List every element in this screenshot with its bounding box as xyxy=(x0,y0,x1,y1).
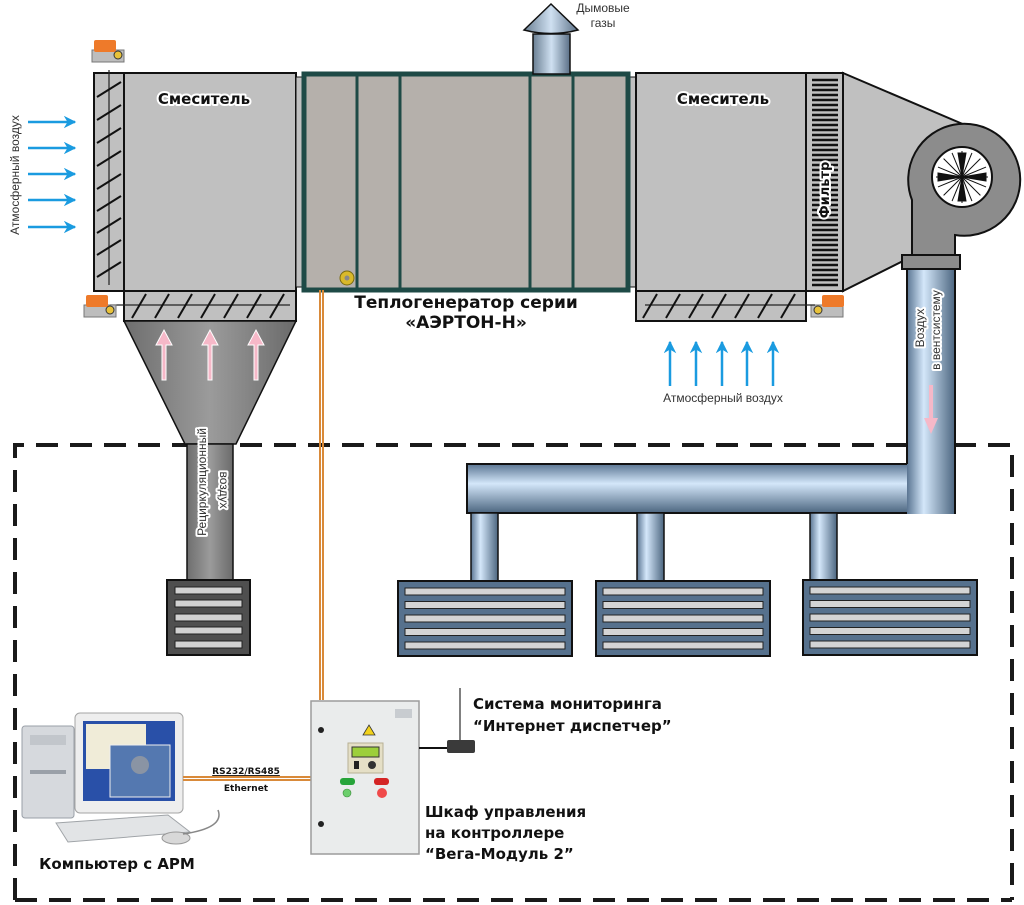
filter-label: Фильтр xyxy=(818,162,833,219)
grille-slat xyxy=(809,627,971,635)
grille-slat xyxy=(809,640,971,649)
grille-slat xyxy=(404,628,566,636)
left-mixer xyxy=(93,70,297,322)
damper-actuator-icon xyxy=(83,295,117,318)
recirculation-arrows xyxy=(155,328,265,381)
fan-blade xyxy=(937,166,963,178)
supply-air-label-line2: в вентсистему xyxy=(929,290,943,370)
grille-slat xyxy=(404,614,566,623)
computer-workstation-icon xyxy=(21,712,220,845)
fan-blade xyxy=(961,176,987,188)
supply-grilles xyxy=(397,579,978,657)
fan-blade xyxy=(961,176,981,196)
right-mixer-label: Смеситель xyxy=(677,90,769,108)
link-label-line2: Ethernet xyxy=(224,784,269,794)
fan-blade xyxy=(961,176,973,202)
grille-slat xyxy=(809,600,971,608)
fan-blade xyxy=(961,166,987,178)
right-mixer xyxy=(635,72,815,322)
atmospheric-air-left-label: Атмосферный воздух xyxy=(8,115,22,235)
gsm-modem-antenna-icon xyxy=(419,688,475,753)
grille-slat xyxy=(404,641,566,650)
atmospheric-air-arrows-left xyxy=(28,115,77,234)
flue-label-line1: Дымовые xyxy=(576,1,630,15)
fan-blade xyxy=(937,176,963,188)
controller-display xyxy=(351,746,380,758)
grille-slat xyxy=(602,641,764,650)
damper-actuator-icon xyxy=(810,295,844,318)
grille-slat xyxy=(404,601,566,609)
fan-blade xyxy=(951,152,963,178)
flue-chimney xyxy=(522,2,580,75)
fan-blade xyxy=(937,172,963,182)
warning-icon xyxy=(362,724,376,736)
supply-air-arrow xyxy=(924,385,938,434)
left-mixer-label: Смеситель xyxy=(158,90,250,108)
grille-slat xyxy=(809,613,971,622)
filter xyxy=(805,72,844,292)
fan-blade xyxy=(943,158,963,178)
heat-generator xyxy=(295,71,637,293)
fan-blade xyxy=(943,176,963,196)
cabinet-label-line3: “Вега-Модуль 2” xyxy=(425,845,574,863)
monitoring-label-line1: Система мониторинга xyxy=(473,695,662,713)
building-boundary xyxy=(13,443,1014,900)
heat-generator-label-line2: «АЭРТОН-Н» xyxy=(405,313,527,333)
cabinet-label-line2: на контроллере xyxy=(425,824,564,842)
control-cabinet xyxy=(310,700,420,855)
stop-indicator xyxy=(377,788,387,798)
grille-slat xyxy=(404,587,566,596)
heat-generator-label-line1: Теплогенератор серии xyxy=(354,293,578,313)
cabinet-label-line1: Шкаф управления xyxy=(425,803,586,821)
grille-slat xyxy=(809,586,971,595)
supply-air-label-line1: Воздух xyxy=(913,309,927,348)
fan-blade xyxy=(961,172,987,182)
atmospheric-air-arrows-bottom xyxy=(663,340,780,386)
atmospheric-air-bottom-label: Атмосферный воздух xyxy=(663,391,783,405)
damper-actuator-icon xyxy=(91,40,125,63)
grille-slat xyxy=(602,601,764,609)
start-button-label xyxy=(340,778,355,785)
fan-blade xyxy=(957,152,967,178)
computer-label: Компьютер с АРМ xyxy=(39,855,195,873)
grille-slat xyxy=(602,587,764,596)
left-damper-blades xyxy=(96,81,122,278)
fan-blade xyxy=(951,176,963,202)
control-cable xyxy=(319,290,324,700)
link-label-line1: RS232/RS485 xyxy=(212,767,280,777)
grille-slat xyxy=(602,614,764,623)
recirculation-label-line1: Рециркуляционный xyxy=(195,428,209,536)
start-indicator xyxy=(342,788,352,798)
fan-blade xyxy=(961,152,973,178)
data-link-cable xyxy=(183,776,311,781)
fan-assembly xyxy=(842,71,1022,293)
recirculation-label-line2: воздух xyxy=(217,471,231,508)
recirculation-duct xyxy=(122,320,298,656)
stop-button-label xyxy=(374,778,389,785)
flue-label-line2: газы xyxy=(591,16,616,30)
fan-blade xyxy=(957,176,967,202)
monitoring-label-line2: “Интернет диспетчер” xyxy=(473,717,672,735)
fan-blade xyxy=(961,158,981,178)
grille-slat xyxy=(602,628,764,636)
